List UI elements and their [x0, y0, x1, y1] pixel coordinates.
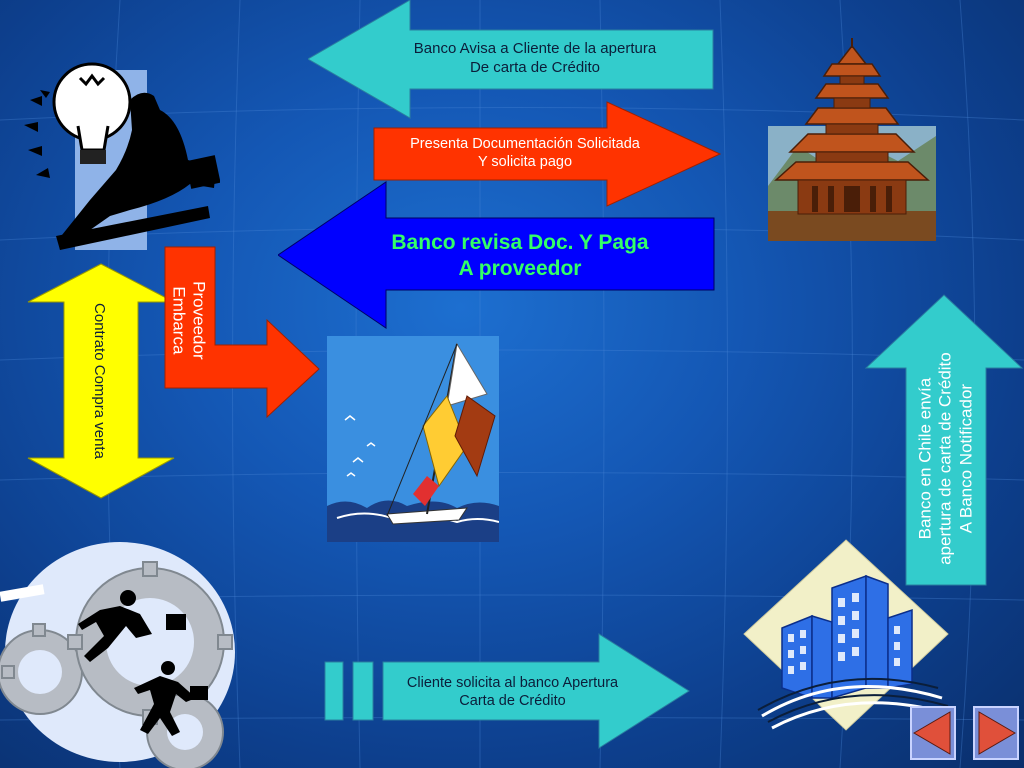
arrow-contract-shape — [27, 263, 175, 499]
arrow-client-requests-shape — [382, 633, 690, 749]
arrow-bank-reviews — [278, 181, 715, 329]
chile-bank-line3: A Banco Notificador — [956, 383, 976, 534]
arrow-client-stripe-1 — [324, 661, 344, 721]
arrow-client-requests-text: Cliente solicita al banco Apertura Carta… — [385, 674, 640, 710]
supplier-ships-line2: Embarca — [169, 286, 188, 355]
arrow-present-docs-text: Presenta Documentación Solicitada Y soli… — [380, 135, 670, 171]
gears-businessmen-image — [0, 542, 235, 768]
bank-notifies-line1: Banco Avisa a Cliente de la apertura — [413, 40, 657, 57]
arrow-bank-notifies-shape — [308, 0, 714, 119]
arrow-bank-reviews-shape — [278, 181, 715, 329]
arrow-contract — [27, 263, 175, 499]
businessman-idea-image — [24, 62, 220, 250]
supplier-ships-line1: Proveedor — [189, 281, 209, 360]
arrow-present-docs-shape — [373, 101, 722, 207]
arrow-supplier-ships-shape — [164, 246, 320, 419]
arrow-bank-notifies — [308, 0, 714, 119]
arrow-bank-reviews-text: Banco revisa Doc. Y Paga A proveedor — [360, 230, 680, 283]
arrow-present-docs — [373, 101, 722, 207]
bank-reviews-line2: A proveedor — [458, 257, 582, 281]
arrow-supplier-ships — [164, 246, 320, 419]
arrow-bank-notifies-text: Banco Avisa a Cliente de la apertura De … — [390, 40, 680, 78]
sailboat-image — [327, 336, 499, 542]
present-docs-line2: Y solicita pago — [477, 154, 573, 171]
bank-notifies-line2: De carta de Crédito — [469, 58, 601, 76]
nav-next-icon — [973, 706, 1019, 760]
nav-prev-button[interactable] — [910, 706, 956, 760]
arrow-supplier-ships-text: Proveedor Embarca — [168, 260, 209, 380]
arrow-client-stripe-2 — [352, 661, 374, 721]
nav-next-button[interactable] — [973, 706, 1019, 760]
present-docs-line1: Presenta Documentación Solicitada — [410, 136, 640, 152]
contract-label: Contrato Compra venta — [91, 303, 108, 459]
arrow-client-requests — [324, 633, 690, 749]
arrow-chile-bank-shape — [864, 294, 1024, 586]
pagoda-image — [768, 38, 936, 241]
client-requests-line1: Cliente solicita al banco Apertura — [406, 675, 619, 691]
arrow-chile-bank — [864, 294, 1024, 586]
office-buildings-image — [743, 539, 951, 731]
bank-reviews-line1: Banco revisa Doc. Y Paga — [391, 231, 649, 254]
client-requests-line2: Carta de Crédito — [459, 693, 566, 710]
nav-prev-icon — [910, 706, 956, 760]
